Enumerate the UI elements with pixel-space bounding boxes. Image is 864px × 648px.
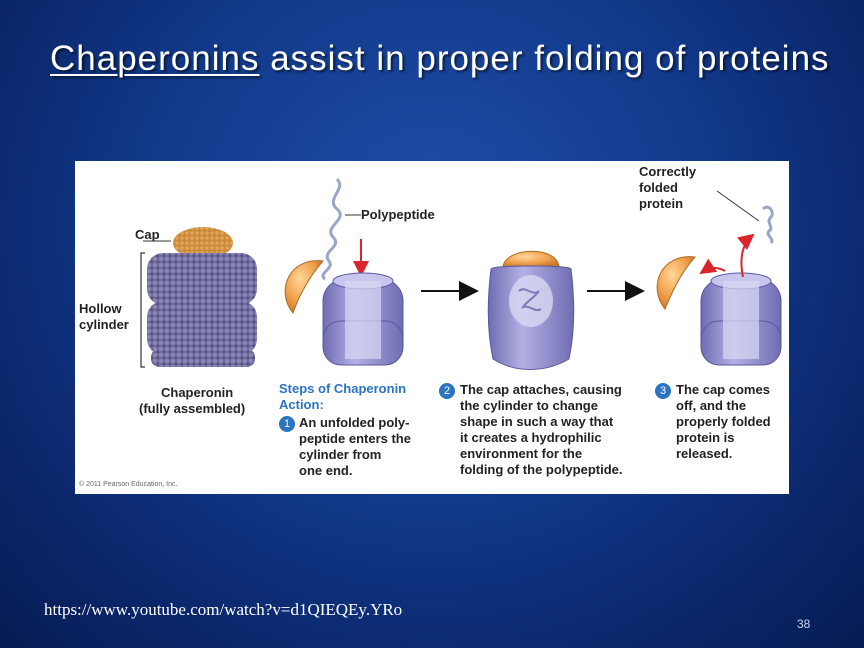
step2-line: it creates a hydrophilic [460,430,602,445]
label-polypeptide: Polypeptide [361,207,435,222]
stage1-group [284,239,404,366]
step2-text: The cap attaches, causing the cylinder t… [460,382,622,478]
step2-line: environment for the [460,446,583,461]
video-url[interactable]: https://www.youtube.com/watch?v=d1QIEQEy… [44,600,403,619]
slide-title: Chaperonins assist in proper folding of … [50,36,830,82]
chaperonin-figure: Cap Hollow cylinder Chaperonin (fully as… [75,161,789,494]
step1-line: one end. [299,463,353,478]
step2-number: 2 [439,383,455,399]
label-fully-assembled: (fully assembled) [139,401,246,416]
page-number: 38 [797,617,811,631]
steps-heading-2: Action: [279,397,324,412]
step3-line: The cap comes [676,382,770,397]
stage3-group [656,190,782,366]
label-correctly: Correctly [639,164,697,179]
step1-text: An unfolded poly- peptide enters the cyl… [299,415,411,479]
step3-number: 3 [655,383,671,399]
step3-text: The cap comes off, and the properly fold… [676,382,771,462]
step1-number: 1 [279,416,295,432]
step3-line: released. [676,446,733,461]
polypeptide-squiggle [321,177,342,281]
label-cap: Cap [135,227,160,242]
copyright-text: © 2011 Pearson Education, Inc. [79,481,178,488]
label-hollow: Hollow [79,301,122,316]
label-cylinder: cylinder [79,317,129,332]
label-chaperonin: Chaperonin [161,385,234,400]
step3-line: properly folded [676,414,771,429]
step2-line: shape in such a way that [460,414,614,429]
step3-line: protein is [676,430,735,445]
figure-graphics [140,177,782,370]
steps-heading-1: Steps of Chaperonin [279,381,407,396]
stage2-group [487,250,575,370]
chaperonin-model [147,227,257,367]
label-protein: protein [639,196,684,211]
step3-line: off, and the [676,398,747,413]
step1-line: An unfolded poly- [299,415,410,430]
label-folded: folded [639,180,678,195]
title-rest: assist in proper folding of proteins [259,39,830,78]
step2-line: the cylinder to change [460,398,598,413]
cylinder-bracket [140,252,145,368]
step1-line: peptide enters the [299,431,411,446]
step1-line: cylinder from [299,447,382,462]
title-highlight: Chaperonins [50,39,260,78]
step2-line: folding of the polypeptide. [460,462,623,477]
step2-line: The cap attaches, causing [460,382,622,397]
